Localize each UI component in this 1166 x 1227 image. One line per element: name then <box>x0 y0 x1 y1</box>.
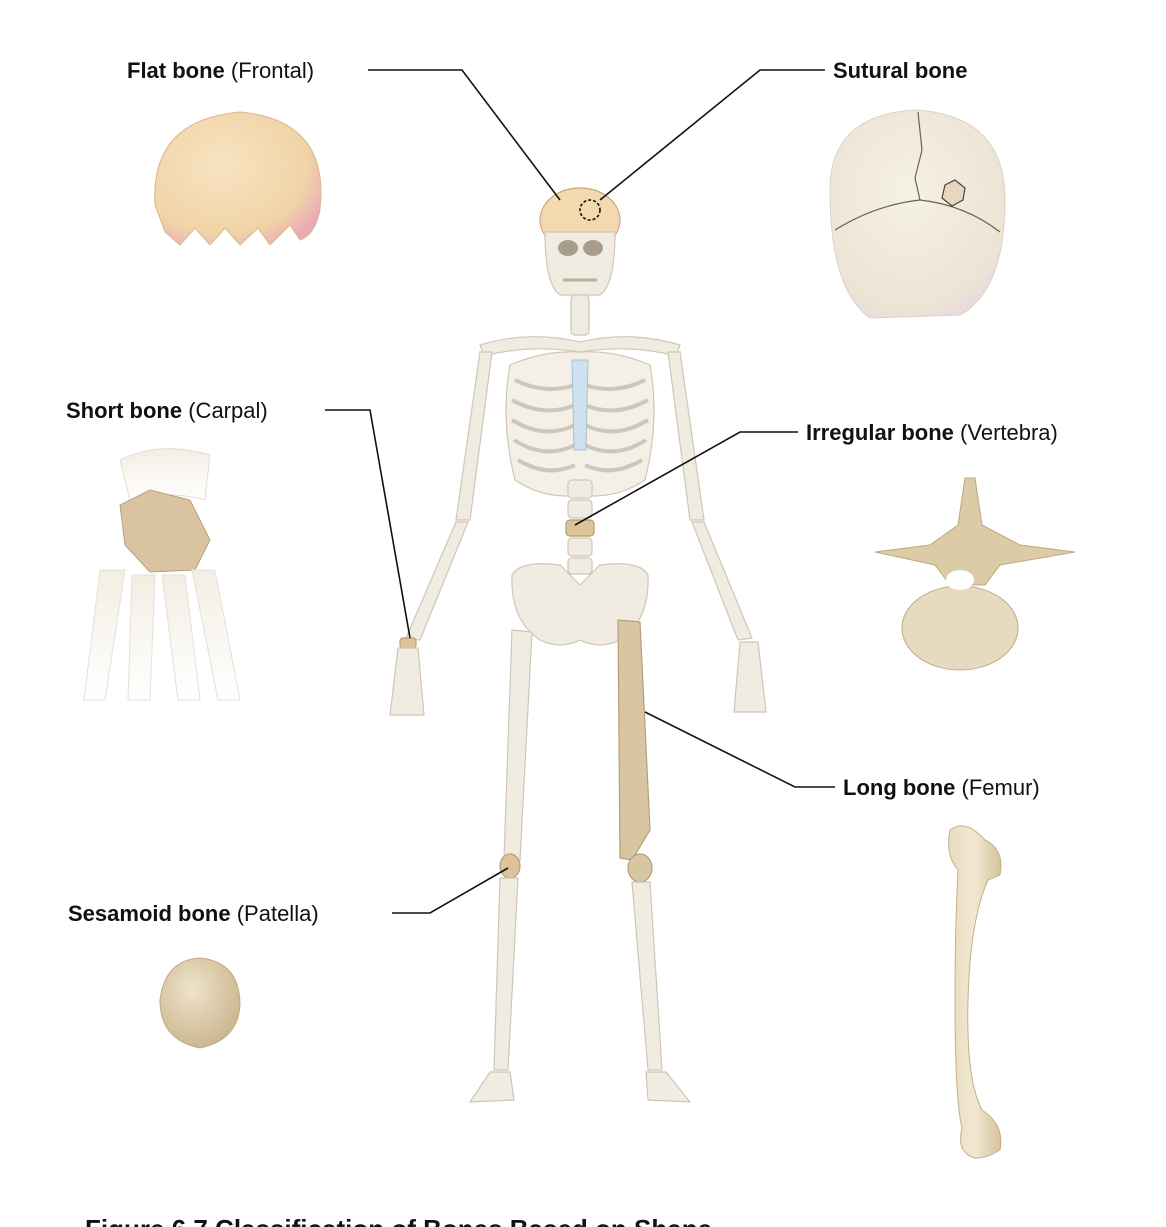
sesamoid-bone-leader-line <box>392 867 509 914</box>
right-shin <box>493 877 519 1071</box>
highlighted-carpal <box>399 637 417 649</box>
face <box>544 231 616 296</box>
short-bone-label: Short bone (Carpal) <box>66 398 268 423</box>
vertebra-illustration <box>874 477 1076 671</box>
right-hand <box>733 641 767 713</box>
highlighted-vertebra <box>565 519 595 537</box>
left-shin <box>631 881 663 1071</box>
lambdoid-suture <box>834 199 1001 233</box>
clavicles <box>479 336 681 357</box>
irregular-bone-leader-line <box>574 431 798 526</box>
left-humerus <box>455 351 493 521</box>
rib-cage <box>505 351 655 497</box>
flat-bone-label: Flat bone (Frontal) <box>127 58 314 83</box>
highlighted-femur <box>617 619 651 861</box>
patella-illustration <box>159 957 241 1049</box>
lumbar-spine <box>565 479 595 575</box>
sutural-bone-marker <box>579 199 601 221</box>
left-forearm <box>405 521 469 641</box>
right-femur <box>503 629 533 861</box>
sesamoid-bone-label: Sesamoid bone (Patella) <box>68 901 319 926</box>
left-orbit <box>558 240 578 256</box>
sutural-bone-leader-line <box>599 69 825 201</box>
sutural-bone-illustration <box>941 179 966 207</box>
right-orbit <box>583 240 603 256</box>
right-humerus <box>667 351 705 521</box>
ribs <box>510 378 650 473</box>
skeleton <box>389 187 767 1103</box>
flat-bone-leader-line <box>368 69 561 201</box>
right-forearm <box>691 521 753 641</box>
sutural-bone-label: Sutural bone <box>833 58 967 83</box>
frontal-bone-illustration <box>154 111 322 246</box>
irregular-bone-label: Irregular bone (Vertebra) <box>806 420 1058 445</box>
sternum <box>571 359 589 451</box>
carpal-bones <box>119 489 211 573</box>
left-hand <box>389 647 425 716</box>
left-knee <box>627 853 653 883</box>
right-foot <box>468 1071 515 1103</box>
figure-caption: Figure 6.7 Classification of Bones Based… <box>85 1214 712 1227</box>
highlighted-patella <box>499 853 521 879</box>
skull <box>539 187 621 296</box>
long-bone-leader-line <box>644 711 835 788</box>
carpal-illustration <box>83 448 241 701</box>
long-bone-label: Long bone (Femur) <box>843 775 1040 800</box>
sagittal-suture <box>914 111 923 201</box>
short-bone-leader-line <box>325 409 411 639</box>
skull-back-illustration <box>829 109 1006 319</box>
femur-illustration <box>948 825 1002 1159</box>
left-foot <box>645 1071 692 1103</box>
cervical-spine <box>570 294 590 336</box>
